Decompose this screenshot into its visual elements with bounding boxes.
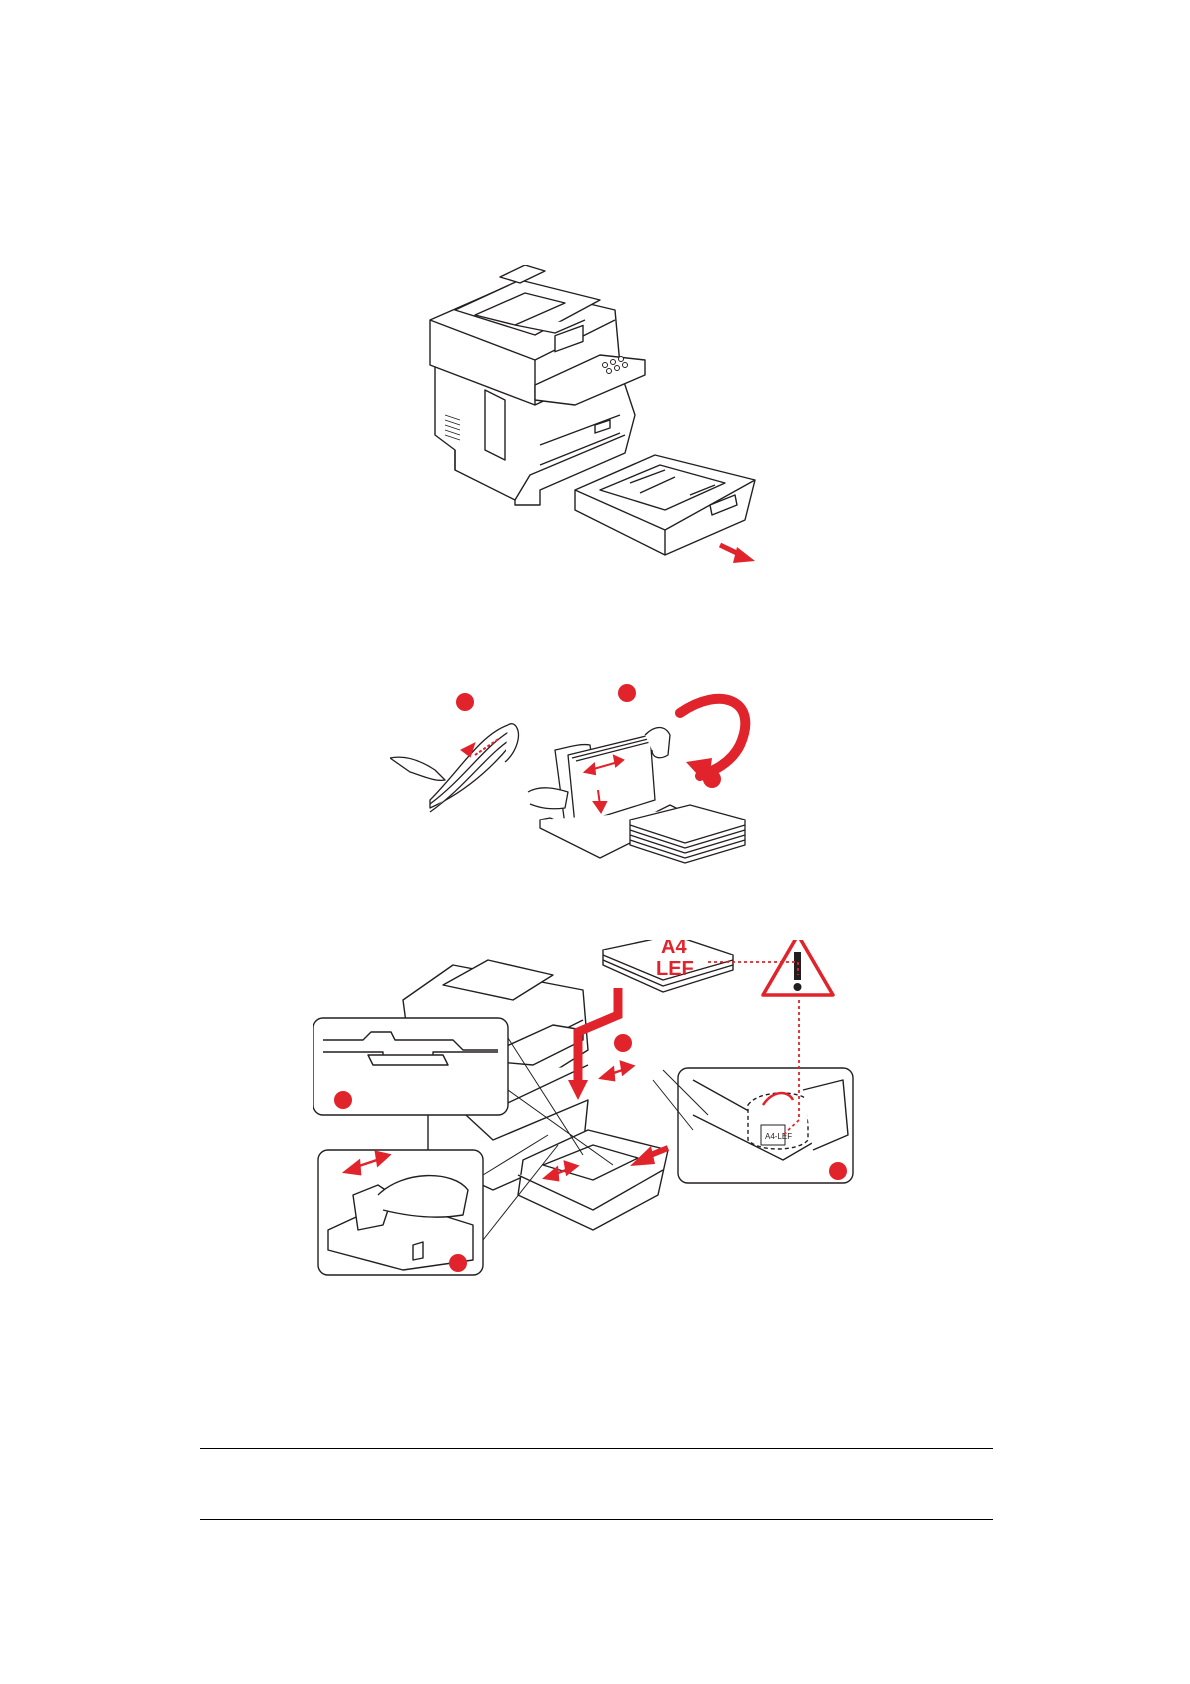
note-rule-bottom bbox=[200, 1519, 993, 1520]
paper-label-line1: A4 bbox=[661, 940, 687, 958]
figure-remove-tray bbox=[425, 265, 765, 585]
callout-d bbox=[829, 1162, 847, 1180]
curved-arrow-icon bbox=[680, 699, 745, 786]
callout-1 bbox=[456, 693, 474, 711]
paper-label-line2: LEF bbox=[656, 958, 694, 980]
callout-2 bbox=[618, 684, 636, 702]
figure-prepare-paper bbox=[390, 680, 820, 880]
warning-triangle-icon bbox=[763, 940, 833, 995]
pull-arrow-icon bbox=[720, 545, 755, 563]
callout-tray-label: A4-LEF bbox=[765, 1132, 792, 1141]
callout-c bbox=[449, 1254, 467, 1272]
callout-a bbox=[614, 1034, 632, 1052]
figure-load-tray: A4-LEF A4 LEF bbox=[313, 940, 913, 1395]
callout-b bbox=[334, 1091, 352, 1109]
note-rule-top bbox=[200, 1448, 993, 1449]
